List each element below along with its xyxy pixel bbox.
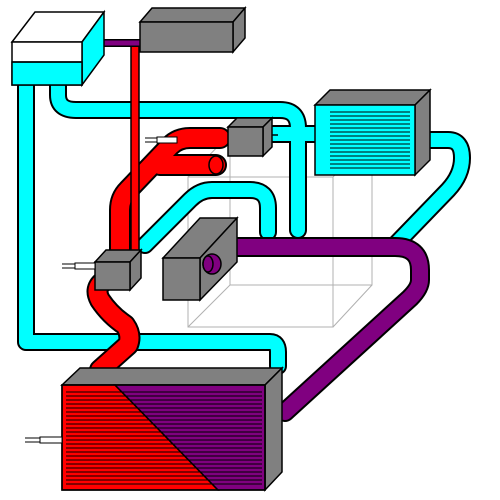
reservoir-box	[138, 5, 247, 55]
upper-valve	[226, 116, 278, 158]
lower-valve	[93, 248, 143, 292]
upper-valve-sensor	[145, 136, 178, 144]
heater-core	[313, 88, 432, 177]
coolant-pipes	[17, 41, 471, 375]
radiator-sensor	[25, 436, 63, 444]
lower-valve-sensor	[62, 262, 96, 270]
hot-pipes	[86, 43, 231, 381]
expansion-tank	[10, 9, 106, 88]
pump-housing	[161, 216, 239, 302]
radiator	[60, 366, 284, 492]
